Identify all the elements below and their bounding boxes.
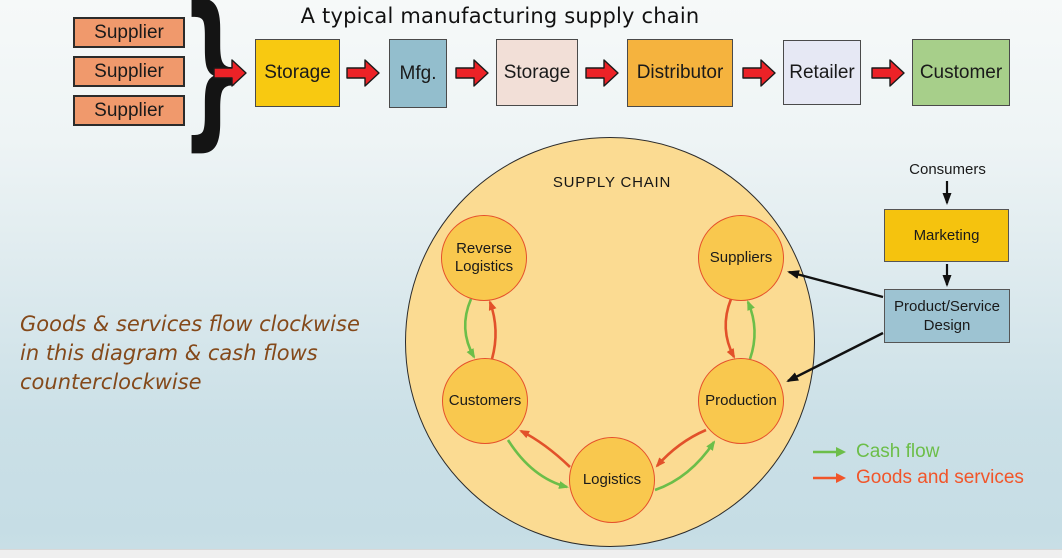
legend-row-cash-flow: Cash flow bbox=[812, 439, 1024, 465]
supplier-box-1: Supplier bbox=[73, 17, 185, 48]
note-line: Goods & services flow clockwise bbox=[20, 312, 360, 336]
chain-node-mfg: Mfg. bbox=[389, 39, 447, 108]
flow-arrow-icon bbox=[742, 59, 776, 87]
chain-node-retailer: Retailer bbox=[783, 40, 861, 105]
chain-node-customer: Customer bbox=[912, 39, 1010, 106]
cycle-node-suppliers: Suppliers bbox=[698, 215, 784, 301]
marketing-box: Marketing bbox=[884, 209, 1009, 262]
legend-cash-flow-label: Cash flow bbox=[856, 441, 940, 462]
design-box-label: Product/Service bbox=[894, 298, 1000, 315]
legend-goods-services-label: Goods and services bbox=[856, 467, 1024, 488]
consumers-label: Consumers bbox=[909, 161, 986, 178]
design-box-label: Design bbox=[923, 317, 971, 334]
cycle-node-production: Production bbox=[698, 358, 784, 444]
product-service-design-box: Product/Service Design bbox=[884, 289, 1010, 343]
cycle-node-reverse-logistics: Reverse Logistics bbox=[441, 215, 527, 301]
legend-row-goods-services: Goods and services bbox=[812, 465, 1024, 491]
flow-arrow-icon bbox=[585, 59, 619, 87]
cycle-node-label: Customers bbox=[448, 392, 522, 409]
supplier-box-2: Supplier bbox=[73, 56, 185, 87]
supplier-box-3: Supplier bbox=[73, 95, 185, 126]
note-line: counterclockwise bbox=[20, 370, 202, 394]
legend: Cash flow Goods and services bbox=[812, 439, 1024, 491]
cycle-node-customers: Customers bbox=[442, 358, 528, 444]
cycle-node-label: Production bbox=[705, 392, 777, 409]
note-text: Goods & services flow clockwise in this … bbox=[20, 310, 400, 397]
bottom-strip bbox=[0, 549, 1062, 558]
cycle-node-label: Logistics bbox=[582, 471, 642, 488]
page-title: A typical manufacturing supply chain bbox=[300, 4, 700, 28]
chain-node-distributor: Distributor bbox=[627, 39, 733, 107]
flow-arrow-icon bbox=[213, 59, 247, 87]
flow-arrow-icon bbox=[455, 59, 489, 87]
cycle-node-label: Suppliers bbox=[709, 249, 773, 266]
cycle-node-label: Reverse bbox=[456, 240, 512, 257]
flow-arrow-icon bbox=[346, 59, 380, 87]
flow-arrow-icon bbox=[871, 59, 905, 87]
chain-node-storage-1: Storage bbox=[255, 39, 340, 107]
chain-node-storage-2: Storage bbox=[496, 39, 578, 106]
cash-flow-arrow-icon bbox=[813, 447, 846, 457]
note-line: in this diagram & cash flows bbox=[20, 341, 318, 365]
cycle-node-logistics: Logistics bbox=[569, 437, 655, 523]
goods-services-arrow-icon bbox=[813, 473, 846, 483]
supply-chain-title: SUPPLY CHAIN bbox=[552, 174, 672, 191]
cycle-node-label: Logistics bbox=[454, 258, 514, 275]
